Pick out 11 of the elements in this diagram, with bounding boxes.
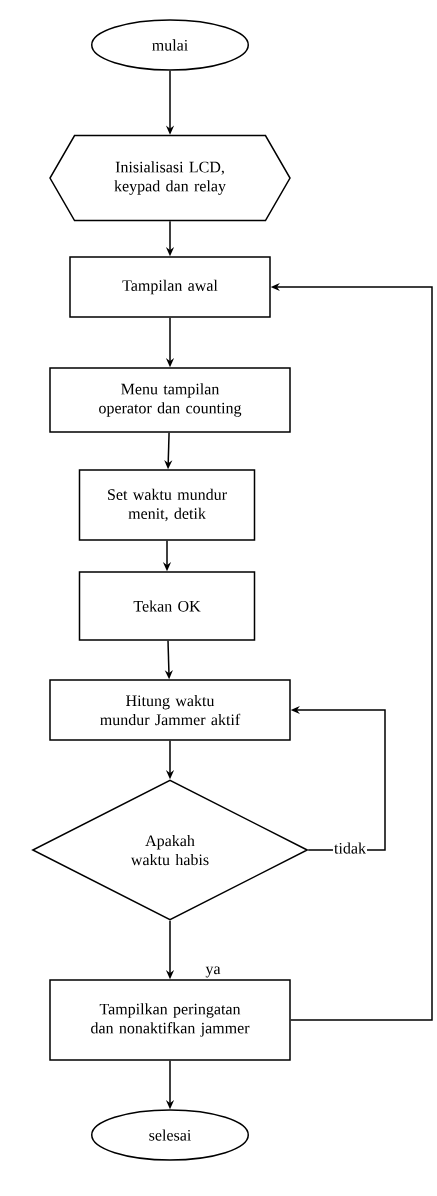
start-oval: mulai <box>91 19 249 71</box>
process-box: Tampilan awal <box>69 256 271 318</box>
end-oval: selesai <box>91 1109 249 1161</box>
process-box: Tampilkan peringatan dan nonaktifkan jammer <box>49 979 291 1061</box>
preparation-hexagon: Inisialisasi LCD, keypad dan relay <box>49 134 291 222</box>
process-box: Set waktu mundur menit, detik <box>78 469 256 541</box>
process-box: Hitung waktu mundur Jammer aktif <box>49 679 291 741</box>
edge-label: ya <box>204 965 222 979</box>
process-box: Menu tampilan operator dan counting <box>49 367 291 433</box>
process-box: Tekan OK <box>78 571 256 641</box>
edge-label: tidak <box>333 841 367 855</box>
